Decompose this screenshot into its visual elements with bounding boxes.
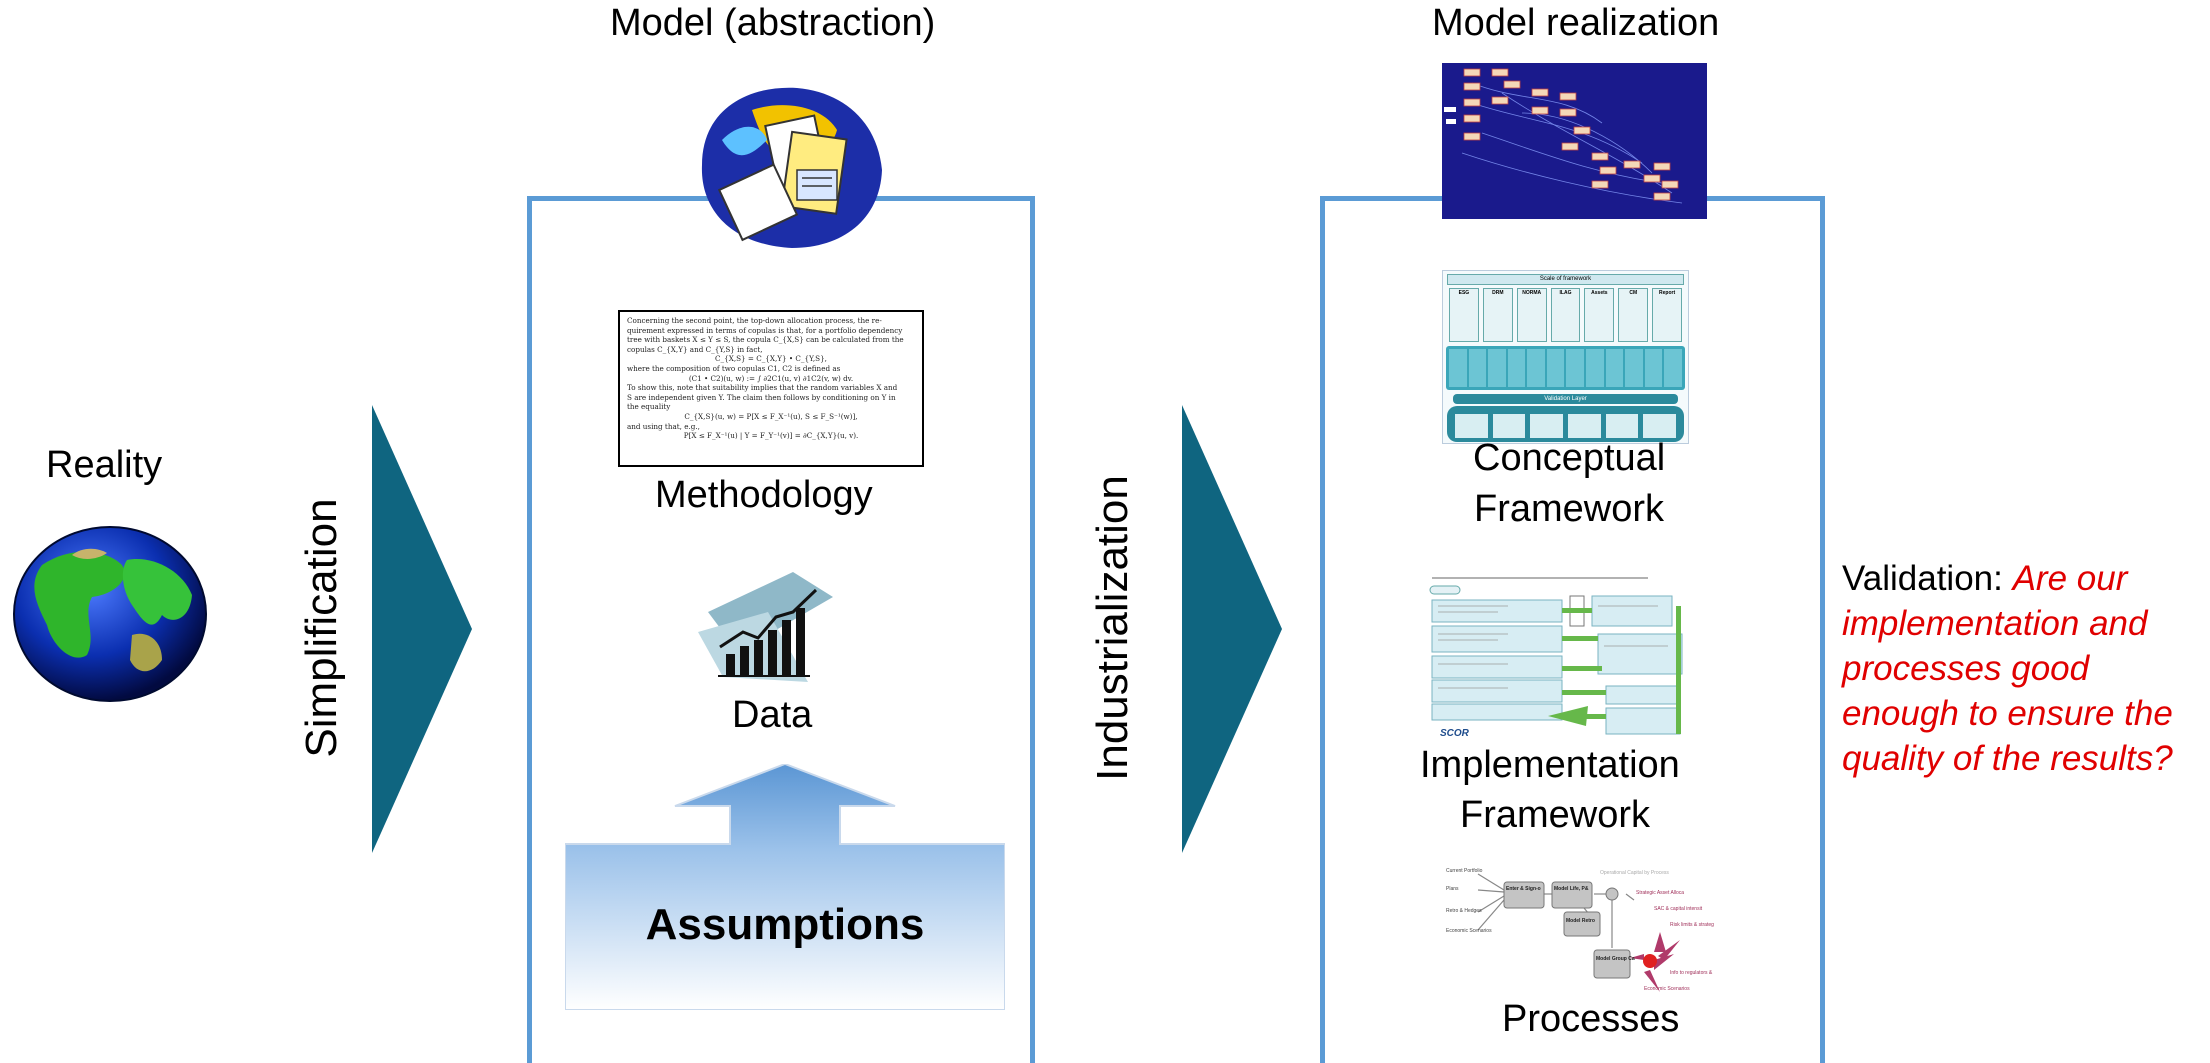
methodology-label: Methodology	[655, 474, 873, 516]
model-documents-icon	[692, 80, 888, 250]
industrialization-label: Industrialization	[1088, 475, 1137, 781]
processes-label: Processes	[1502, 998, 1680, 1040]
simplification-arrow	[372, 405, 472, 853]
paper-line: where the composition of two copulas C1,…	[627, 363, 841, 373]
implementation-framework-label-line1: Implementation	[1420, 744, 1680, 786]
scor-logo-text: SCOR	[1440, 728, 1470, 739]
paper-line: the equality	[627, 402, 671, 412]
framework-column: Assets	[1584, 288, 1615, 342]
process-input-label: Plans	[1446, 886, 1459, 892]
paper-line: To show this, note that suitability impl…	[627, 383, 898, 393]
industrialization-arrow	[1182, 405, 1282, 853]
paper-text: Concerning the second point, the top-dow…	[627, 316, 915, 441]
framework-column: DRM	[1482, 288, 1513, 342]
process-title: Operational Capital by Process	[1600, 870, 1669, 876]
framework-column: ILAG	[1550, 288, 1581, 342]
data-label: Data	[732, 694, 813, 736]
implementation-framework-diagram: SCOR	[1428, 576, 1686, 740]
methodology-paper: Concerning the second point, the top-dow…	[618, 310, 924, 467]
model-realization-heading: Model realization	[1432, 2, 1720, 44]
process-input-label: Economic Scenarios	[1446, 928, 1492, 934]
assumptions-label: Assumptions	[645, 900, 925, 949]
framework-column: CM	[1618, 288, 1649, 342]
framework-base	[1447, 406, 1684, 442]
process-output-label: Info to regulators & R	[1670, 970, 1714, 976]
process-node-label: Model Retro	[1566, 918, 1595, 924]
data-chart-icon	[698, 572, 834, 682]
process-node-label: Enter & Sign-o	[1506, 886, 1541, 892]
framework-header: Scale of framework	[1447, 274, 1684, 285]
conceptual-framework-label-line1: Conceptual	[1473, 437, 1666, 479]
paper-line: and using that, e.g.,	[627, 421, 700, 431]
process-output-label: Risk limits & strategi	[1670, 922, 1714, 928]
paper-line: P[X ≤ F_X⁻¹(u) | Y = F_Y⁻¹(v)] = ∂C_{X,Y…	[683, 431, 859, 441]
framework-column: NORMA	[1516, 288, 1547, 342]
model-realization-screenshot	[1442, 63, 1707, 219]
process-node-label: Model Life, P&	[1554, 886, 1589, 892]
implementation-framework-label-line2: Framework	[1460, 794, 1651, 836]
paper-line: (C1 • C2)(u, w) := ∫ ∂2C1(u, v) ∂1C2(v, …	[688, 373, 854, 383]
model-abstraction-heading: Model (abstraction)	[610, 2, 936, 44]
framework-column: Report	[1652, 288, 1683, 342]
process-input-label: Retro & Hedges	[1446, 908, 1482, 914]
process-output-label: SAC & capital intensit	[1654, 906, 1703, 912]
framework-band	[1446, 346, 1685, 390]
framework-column: ESG	[1449, 288, 1479, 342]
validation-question: Are our implementation and processes goo…	[1842, 559, 2173, 778]
paper-line: tree with baskets X ≤ Y ≤ S, the copula …	[627, 335, 904, 345]
assumptions-arrow	[565, 764, 1005, 1010]
validation-text: Validation: Are our implementation and p…	[1842, 556, 2202, 781]
paper-line: C_{X,S} = C_{X,Y} • C_{Y,S},	[715, 354, 827, 364]
process-output-label: Economic Scenarios	[1644, 986, 1690, 992]
globe-icon	[12, 525, 208, 703]
simplification-label: Simplification	[297, 498, 346, 758]
paper-line: C_{X,S}(u, w) = P[X ≤ F_X⁻¹(u), S ≤ F_S⁻…	[684, 411, 858, 421]
process-node-label: Model Group Ca	[1596, 956, 1635, 962]
paper-line: copulas C_{X,Y} and C_{Y,S} in fact,	[627, 344, 763, 354]
reality-label: Reality	[46, 444, 163, 486]
paper-line: S are independent given Y. The claim the…	[627, 392, 896, 402]
process-input-label: Current Portfolio	[1446, 868, 1483, 874]
validation-prefix: Validation:	[1842, 559, 2013, 598]
validation-layer-bar: Validation Layer	[1453, 394, 1678, 404]
process-output-label: Strategic Asset Alloca	[1636, 890, 1684, 896]
paper-line: Concerning the second point, the top-dow…	[627, 316, 882, 325]
conceptual-framework-label-line2: Framework	[1474, 488, 1665, 530]
paper-line: quirement expressed in terms of copulas …	[627, 325, 903, 335]
